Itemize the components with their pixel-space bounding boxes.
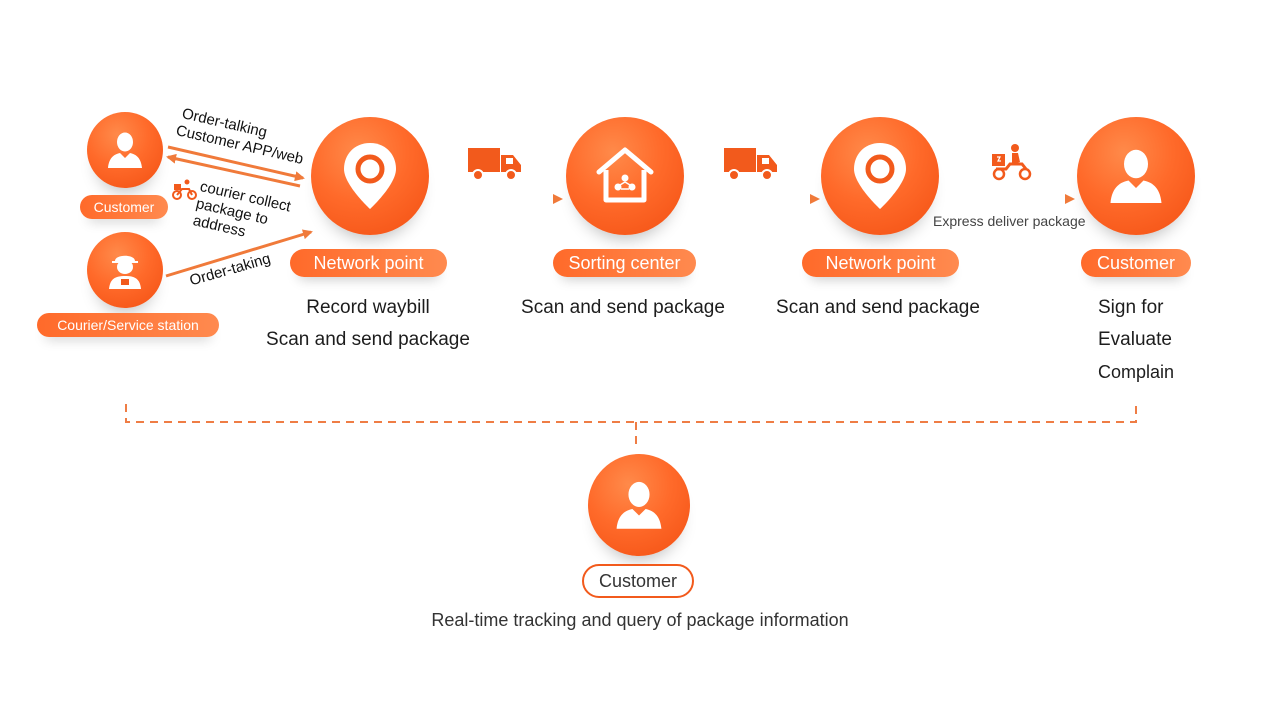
network-point-2-line-1: Scan and send package <box>776 297 980 318</box>
delivery-scooter-icon <box>172 179 197 200</box>
left-customer-label: Customer <box>80 195 168 219</box>
arrow-courier-collect <box>166 153 301 188</box>
network-point-1-line-2: Scan and send package <box>266 329 470 350</box>
truck-icon <box>468 148 521 181</box>
network-point-1-label: Network point <box>290 249 447 277</box>
customer-action-sign: Sign for <box>1098 297 1164 318</box>
tracking-customer-node <box>588 454 690 556</box>
arrow-order-talking <box>167 145 305 182</box>
tracking-customer-label: Customer <box>582 564 694 598</box>
customer-action-evaluate: Evaluate <box>1098 329 1172 350</box>
customer-action-complain: Complain <box>1098 362 1175 382</box>
destination-customer-label: Customer <box>1081 249 1191 277</box>
sorting-center-line-1: Scan and send package <box>521 297 725 318</box>
truck-icon <box>724 148 777 181</box>
tracking-bracket <box>125 404 1137 423</box>
person-icon <box>1110 149 1162 203</box>
network-point-2-label: Network point <box>802 249 959 277</box>
tracking-caption: Real-time tracking and query of package … <box>431 610 849 630</box>
network-point-2-node <box>821 117 939 235</box>
location-pin-icon <box>854 143 906 209</box>
sorting-center-node <box>566 117 684 235</box>
location-pin-icon <box>344 143 396 209</box>
courier-avatar <box>87 232 163 308</box>
warehouse-icon <box>596 147 654 203</box>
courier-icon <box>109 255 141 289</box>
destination-customer-node <box>1077 117 1195 235</box>
person-icon <box>108 132 142 168</box>
arrow-order-taking <box>165 229 313 278</box>
delivery-scooter-icon <box>992 144 1032 181</box>
express-note: Express deliver package <box>933 213 1086 229</box>
sorting-center-label: Sorting center <box>553 249 696 277</box>
network-point-1-line-1: Record waybill <box>306 297 430 318</box>
left-customer-avatar <box>87 112 163 188</box>
courier-label: Courier/Service station <box>37 313 219 337</box>
network-point-1-node <box>311 117 429 235</box>
person-icon <box>616 481 662 529</box>
